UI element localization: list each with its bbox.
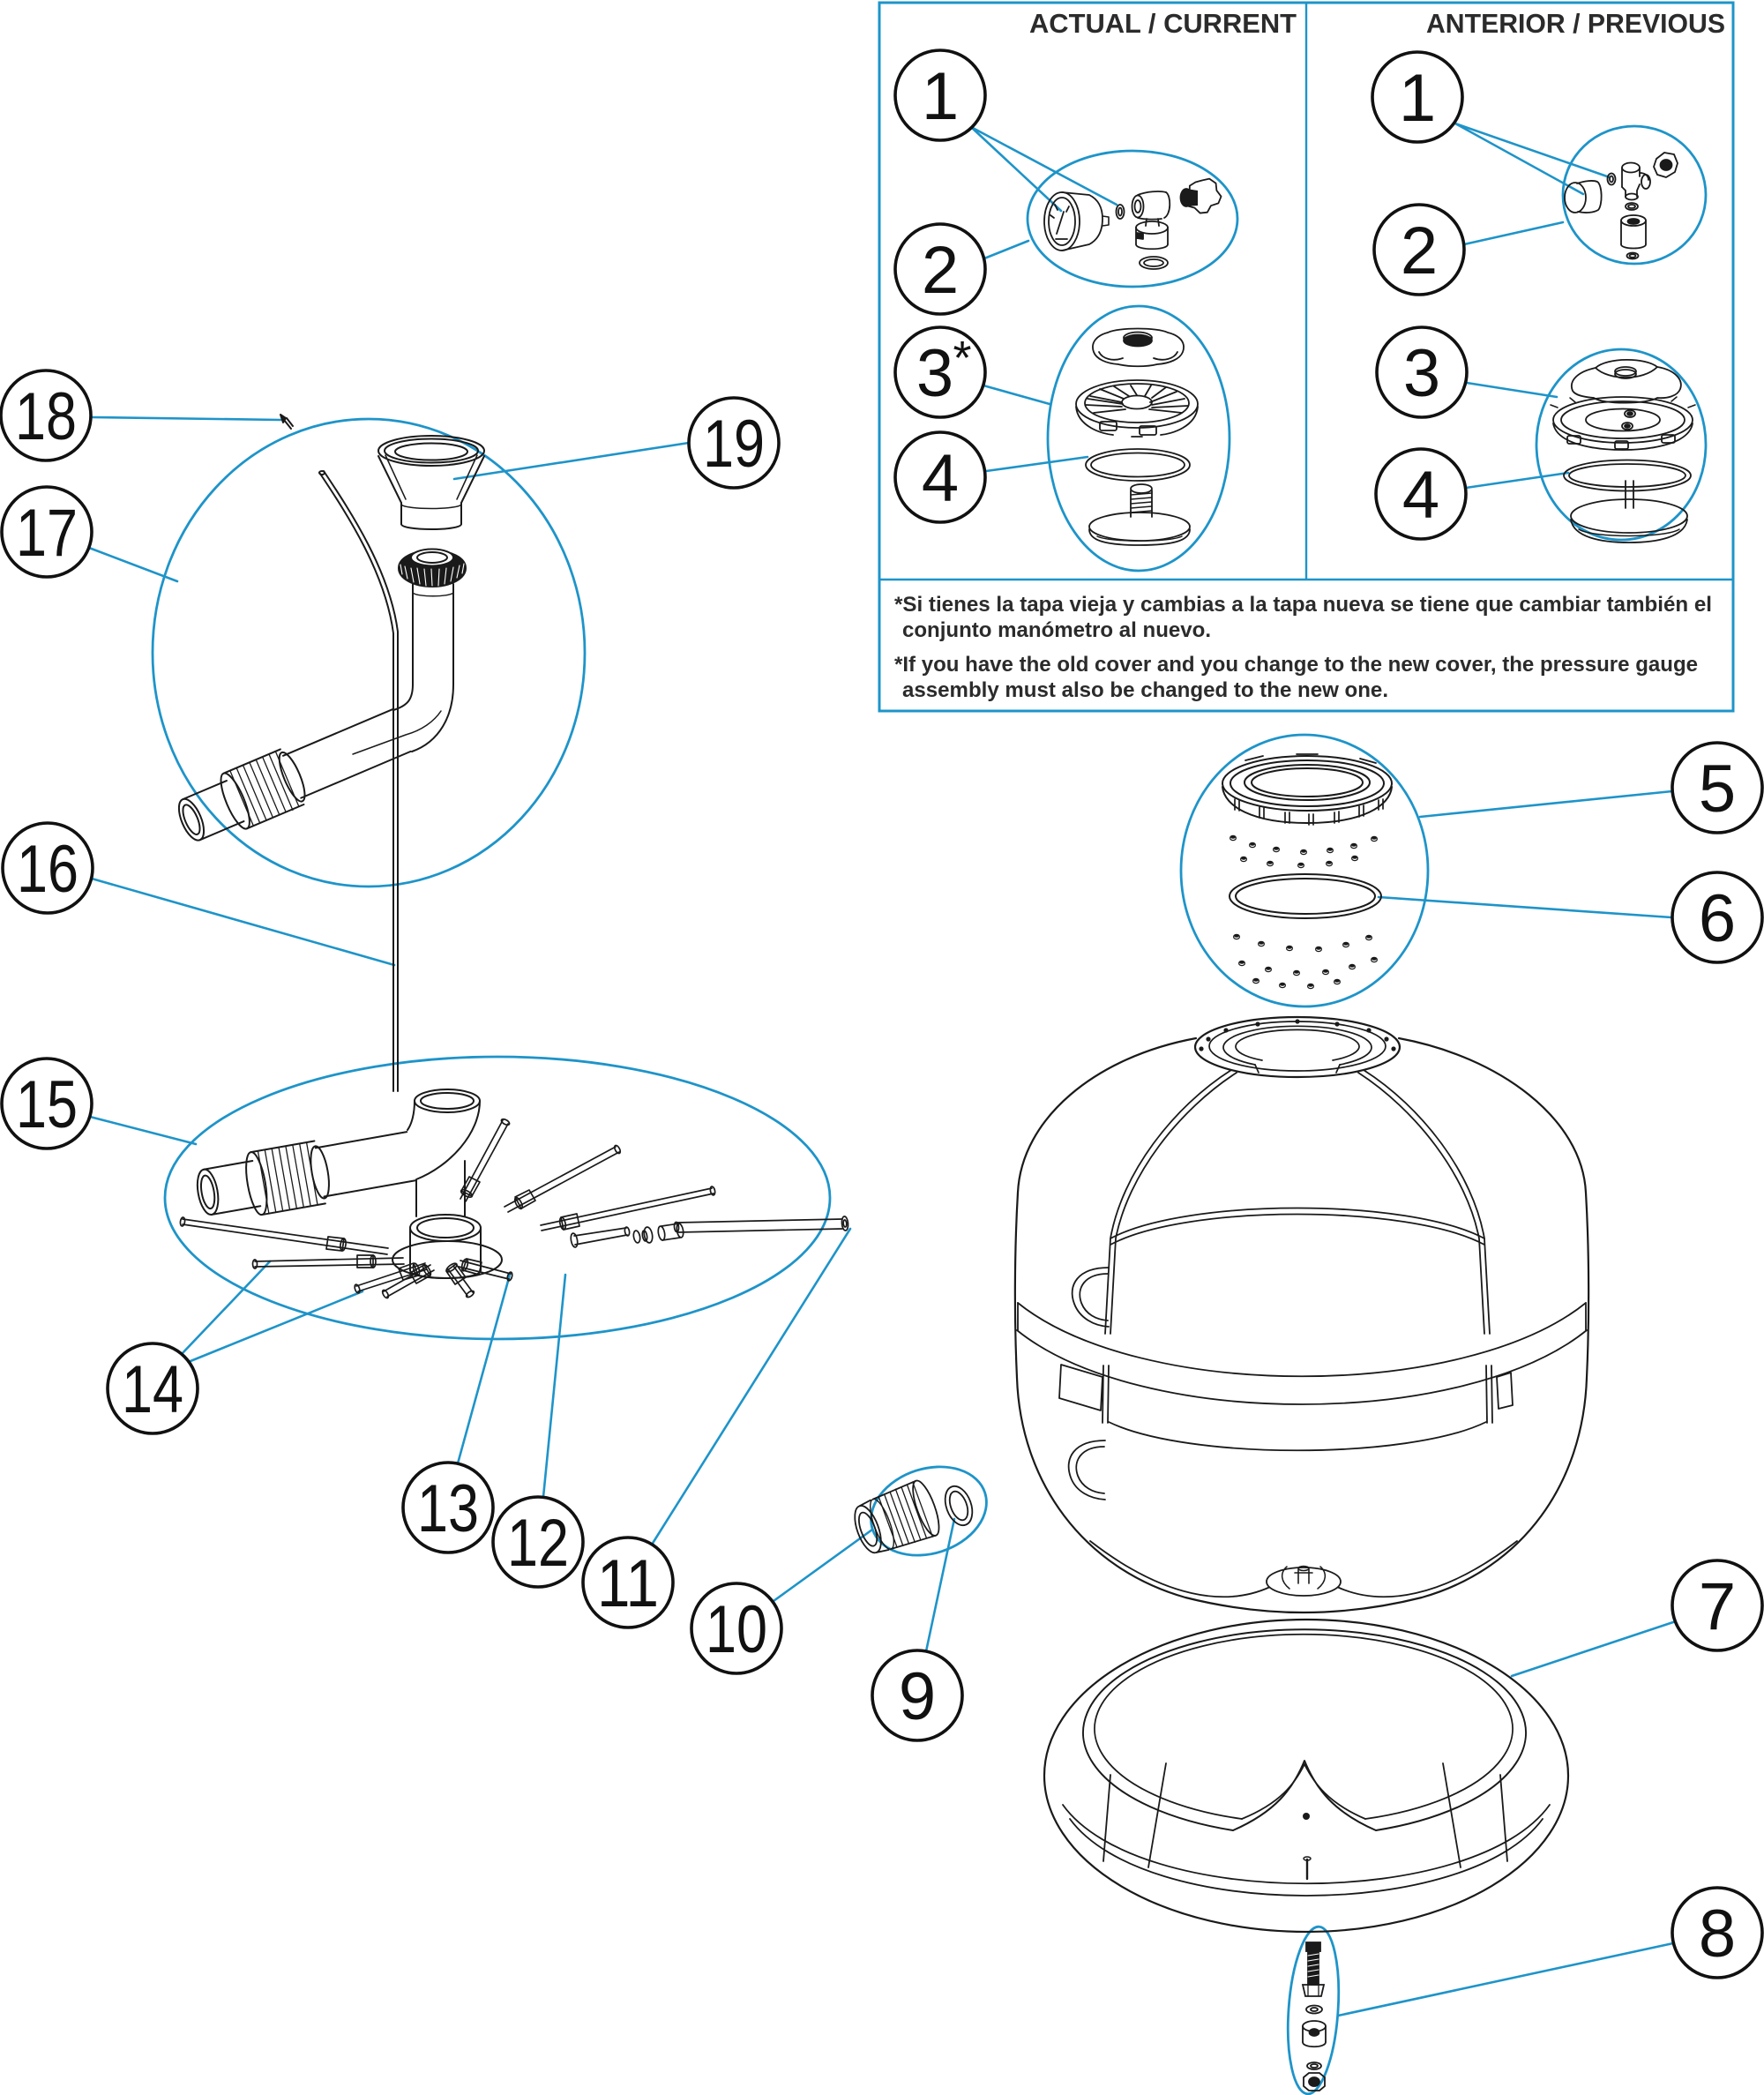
svg-text:15: 15	[16, 1067, 78, 1142]
svg-text:1: 1	[1399, 61, 1436, 136]
svg-text:ANTERIOR / PREVIOUS: ANTERIOR / PREVIOUS	[1426, 8, 1725, 39]
svg-text:2: 2	[922, 233, 959, 308]
svg-text:2: 2	[1401, 213, 1438, 288]
svg-text:3: 3	[916, 336, 953, 411]
svg-text:3: 3	[1403, 336, 1440, 411]
svg-text:7: 7	[1699, 1569, 1736, 1644]
svg-text:12: 12	[507, 1506, 569, 1581]
svg-text:9: 9	[899, 1659, 936, 1734]
svg-text:8: 8	[1699, 1897, 1736, 1972]
svg-text:assembly must also be changed: assembly must also be changed to the new…	[902, 678, 1388, 702]
svg-text:4: 4	[1402, 458, 1439, 533]
svg-text:19: 19	[703, 407, 765, 482]
svg-text:*If you have the old cover and: *If you have the old cover and you chang…	[894, 653, 1698, 677]
svg-text:18: 18	[15, 379, 77, 454]
svg-text:conjunto manómetro al nuevo.: conjunto manómetro al nuevo.	[902, 618, 1211, 642]
svg-text:10: 10	[706, 1592, 767, 1667]
svg-text:14: 14	[122, 1352, 183, 1427]
svg-text:13: 13	[417, 1471, 479, 1546]
svg-text:*: *	[953, 332, 971, 385]
svg-text:5: 5	[1699, 752, 1736, 827]
svg-text:11: 11	[597, 1546, 659, 1621]
svg-text:*Si tienes la tapa vieja y cam: *Si tienes la tapa vieja y cambias a la …	[894, 593, 1712, 617]
svg-text:1: 1	[922, 59, 959, 134]
svg-text:4: 4	[922, 441, 959, 516]
svg-text:6: 6	[1699, 881, 1736, 956]
svg-text:16: 16	[17, 832, 78, 907]
svg-text:17: 17	[16, 496, 78, 571]
svg-text:ACTUAL / CURRENT: ACTUAL / CURRENT	[1029, 8, 1297, 39]
